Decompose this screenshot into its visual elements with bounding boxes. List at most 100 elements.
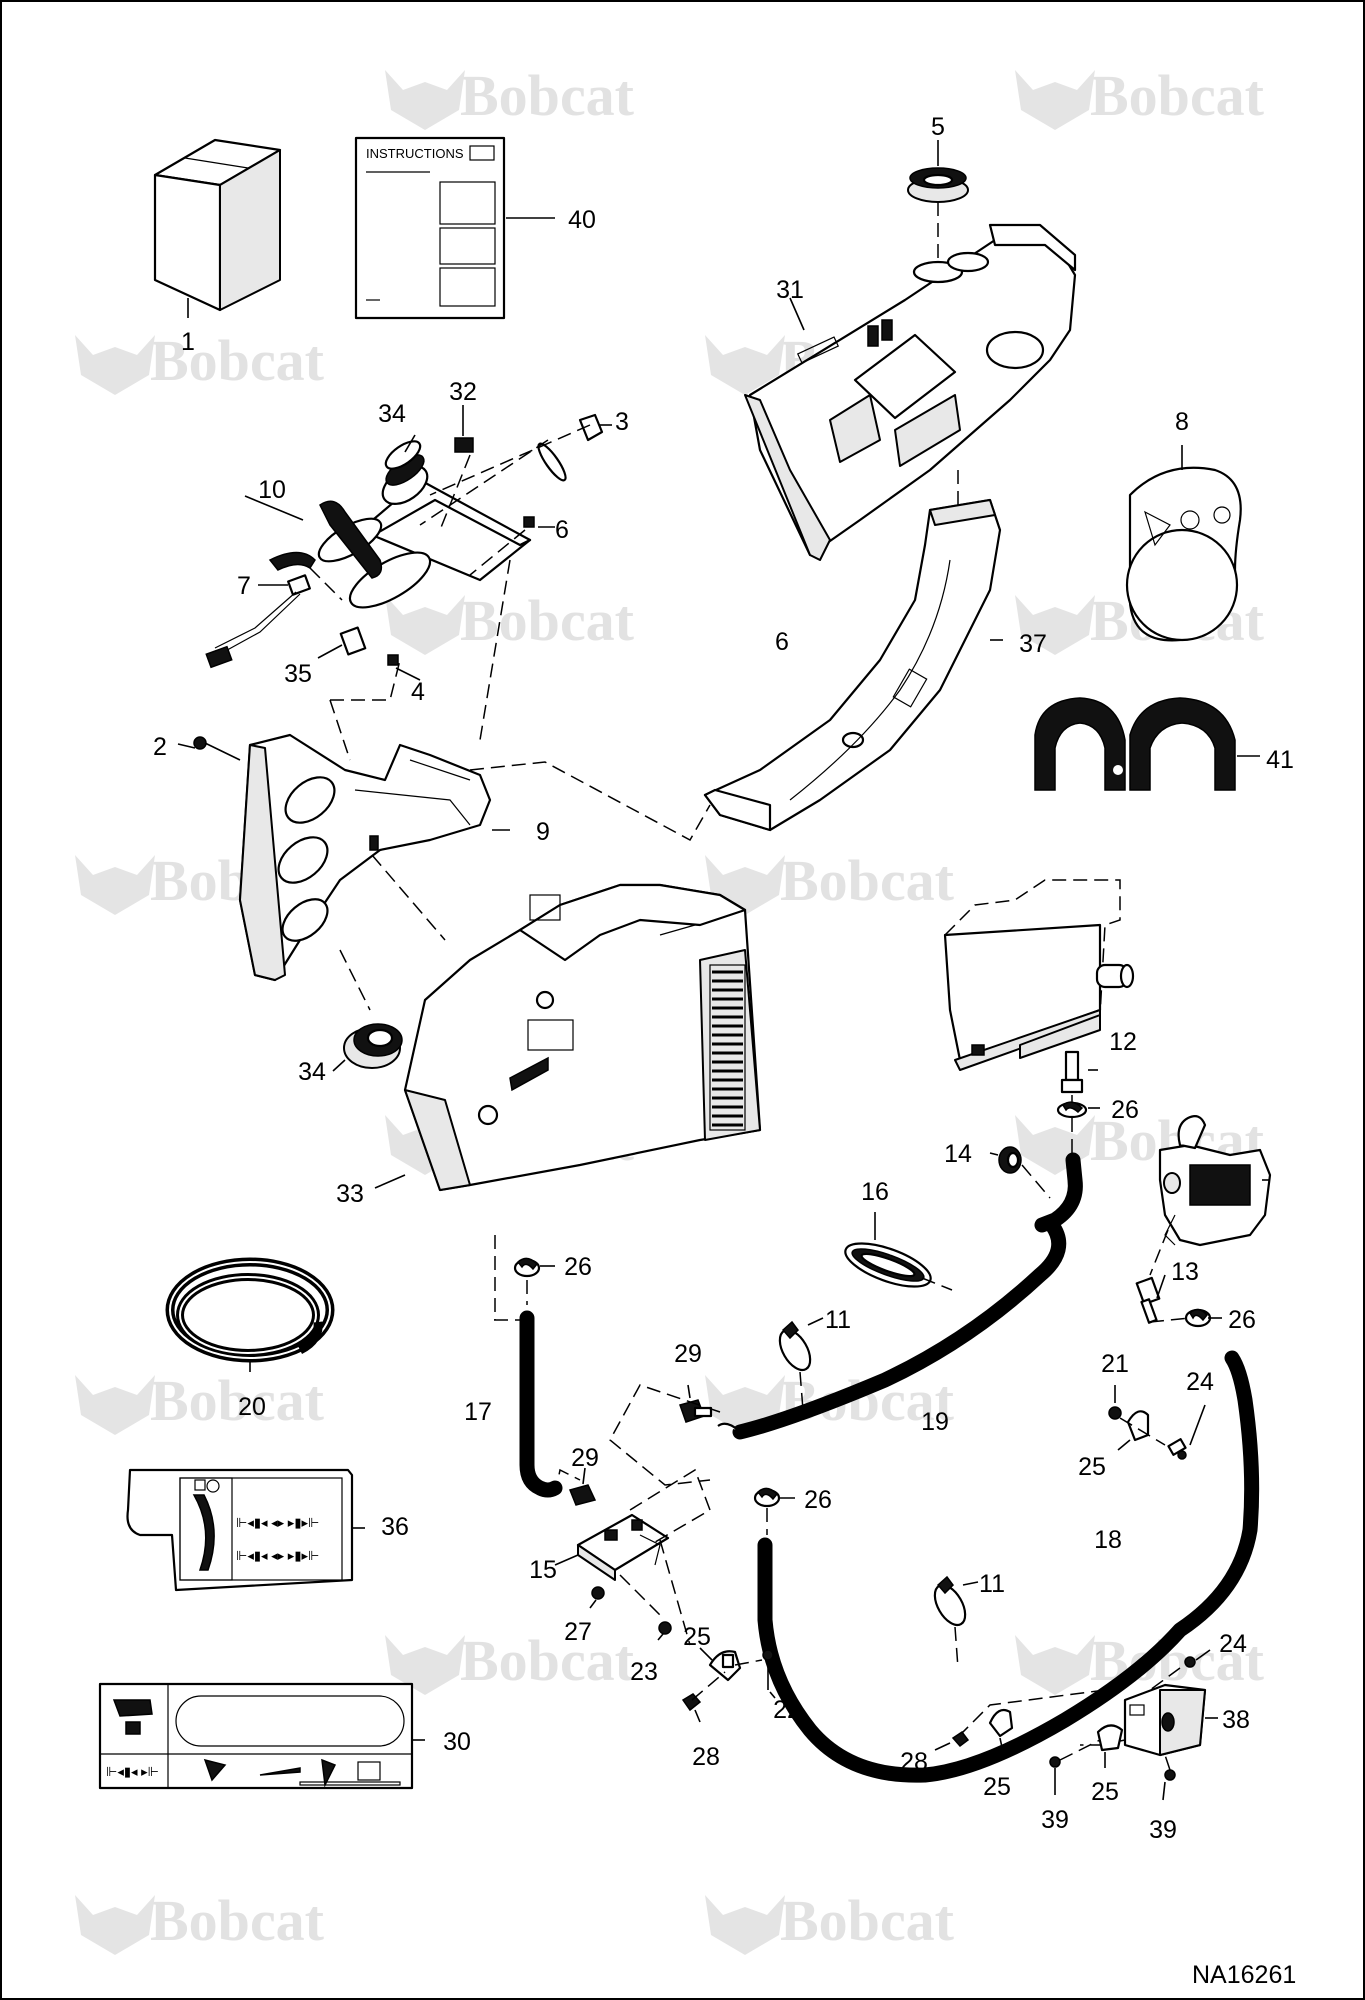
- callout-label: 25: [1078, 1453, 1106, 1481]
- callout-label: 25: [983, 1773, 1011, 1801]
- callout-label: 23: [630, 1658, 658, 1686]
- part-16-grommet: [844, 1212, 953, 1291]
- watermark-text: Bobcat: [1090, 63, 1265, 128]
- watermark-logo-icon: [75, 1375, 155, 1435]
- part-34-grommet: [332, 1023, 403, 1072]
- hardware-lower-left: [589, 1586, 776, 1723]
- callout-label: 39: [1041, 1806, 1069, 1834]
- drawing-id: NA16261: [1192, 1961, 1296, 1989]
- callout-label: 14: [944, 1140, 972, 1168]
- top-right-tank: [943, 879, 1135, 1105]
- watermark-logo-icon: [1015, 70, 1095, 130]
- part-14-grommet: [989, 1146, 1051, 1199]
- part-40-instructions: INSTRUCTIONS: [354, 136, 555, 320]
- watermark-text: Bobcat: [460, 1628, 635, 1693]
- part-33-heater: [374, 883, 762, 1320]
- watermark-logo-icon: [385, 595, 465, 655]
- watermark-logo-icon: [1015, 1635, 1095, 1695]
- callout-label: 8: [1175, 408, 1189, 436]
- svg-text:⊩◂▮◂ ◂▸ ▸▮▸⊩: ⊩◂▮◂ ◂▸ ▸▮▸⊩: [236, 1548, 319, 1563]
- callout-label: 21: [1101, 1350, 1129, 1378]
- callout-label: 33: [336, 1180, 364, 1208]
- watermark-logo-icon: [705, 1895, 785, 1955]
- clamp-26-d: [753, 1487, 795, 1535]
- callout-label: 3: [615, 408, 629, 436]
- clamp-11: [778, 1317, 979, 1669]
- callout-label: 17: [464, 1398, 492, 1426]
- callout-label: 15: [529, 1556, 557, 1584]
- heater-grille: [709, 964, 746, 1131]
- callout-label: 40: [568, 206, 596, 234]
- watermark-logo-icon: [1015, 1115, 1095, 1175]
- callout-label: 10: [258, 476, 286, 504]
- callout-label: 11: [979, 1570, 1005, 1598]
- callout-label: 26: [564, 1253, 592, 1281]
- callout-label: 28: [692, 1743, 720, 1771]
- clamp-29: [554, 1384, 739, 1506]
- watermark-text: Bobcat: [150, 1368, 325, 1433]
- part-1-box: [153, 138, 282, 318]
- instructions-title: INSTRUCTIONS: [366, 146, 464, 161]
- part-37-duct: [703, 498, 1003, 832]
- callout-label: 38: [1222, 1706, 1250, 1734]
- callout-label: 29: [674, 1340, 702, 1368]
- watermark-logo-icon: [705, 335, 785, 395]
- callout-label: 28: [900, 1748, 928, 1776]
- watermark-logo-icon: [75, 335, 155, 395]
- callout-label: 19: [921, 1408, 949, 1436]
- clamp-26-a: [1056, 1101, 1100, 1155]
- callout-label: 29: [571, 1444, 599, 1472]
- callout-label: 26: [804, 1486, 832, 1514]
- part-38-bracket: [934, 1649, 1218, 1801]
- callout-label: 20: [238, 1393, 266, 1421]
- watermark-text: Bobcat: [780, 848, 955, 913]
- callout-label: 6: [775, 628, 789, 656]
- callout-label: 26: [1228, 1306, 1256, 1334]
- callout-label: 24: [1186, 1368, 1214, 1396]
- watermark-text: Bobcat: [460, 588, 635, 653]
- hardware-upper-right: [1108, 1385, 1206, 1460]
- callout-label: 34: [298, 1058, 326, 1086]
- callout-label: 31: [776, 276, 804, 304]
- svg-text:⊩◂▮◂ ◂▸ ▸▮▸⊩: ⊩◂▮◂ ◂▸ ▸▮▸⊩: [236, 1515, 319, 1530]
- part-31-console: [744, 223, 1077, 561]
- watermark-logo-icon: [75, 855, 155, 915]
- callout-label: 34: [378, 400, 406, 428]
- callout-label: 16: [861, 1178, 889, 1206]
- part-30-decal: ⊩◂▮◂ ▸⊩: [98, 1682, 425, 1790]
- clamp-26-c: [513, 1257, 555, 1305]
- part-5-grommet: [907, 140, 969, 268]
- callout-label: 5: [931, 113, 945, 141]
- watermark-logo-icon: [385, 1635, 465, 1695]
- callout-label: 2: [153, 733, 167, 761]
- clamp-26-b: [1184, 1308, 1222, 1328]
- svg-text:⊩◂▮◂ ▸⊩: ⊩◂▮◂ ▸⊩: [106, 1764, 159, 1779]
- watermark-logo-icon: [1015, 595, 1095, 655]
- callout-label: 30: [443, 1728, 471, 1756]
- callout-label: 26: [1111, 1096, 1139, 1124]
- callout-label: 32: [449, 378, 477, 406]
- callout-label: 18: [1094, 1526, 1122, 1554]
- watermark-text: Bobcat: [150, 328, 325, 393]
- watermark-text: Bobcat: [460, 63, 635, 128]
- callout-label: 24: [1219, 1630, 1247, 1658]
- watermark-logo-icon: [385, 70, 465, 130]
- callout-label: 22: [773, 1696, 801, 1724]
- callout-label: 27: [564, 1618, 592, 1646]
- watermark-text: Bobcat: [780, 1888, 955, 1953]
- part-36-decal: ⊩◂▮◂ ◂▸ ▸▮▸⊩ ⊩◂▮◂ ◂▸ ▸▮▸⊩: [126, 1468, 365, 1592]
- callout-label: 6: [555, 516, 569, 544]
- callout-label: 41: [1266, 746, 1294, 774]
- part-15-valve: [554, 1468, 711, 1646]
- callout-label: 25: [683, 1623, 711, 1651]
- watermark-logo-icon: [75, 1895, 155, 1955]
- callout-label: 4: [411, 678, 425, 706]
- callout-label: 9: [536, 818, 550, 846]
- callout-label: 36: [381, 1513, 409, 1541]
- part-13-valve: [1135, 1115, 1272, 1324]
- callout-label: 11: [825, 1306, 851, 1334]
- watermark-text: Bobcat: [780, 1368, 955, 1433]
- callout-label: 12: [1109, 1028, 1137, 1056]
